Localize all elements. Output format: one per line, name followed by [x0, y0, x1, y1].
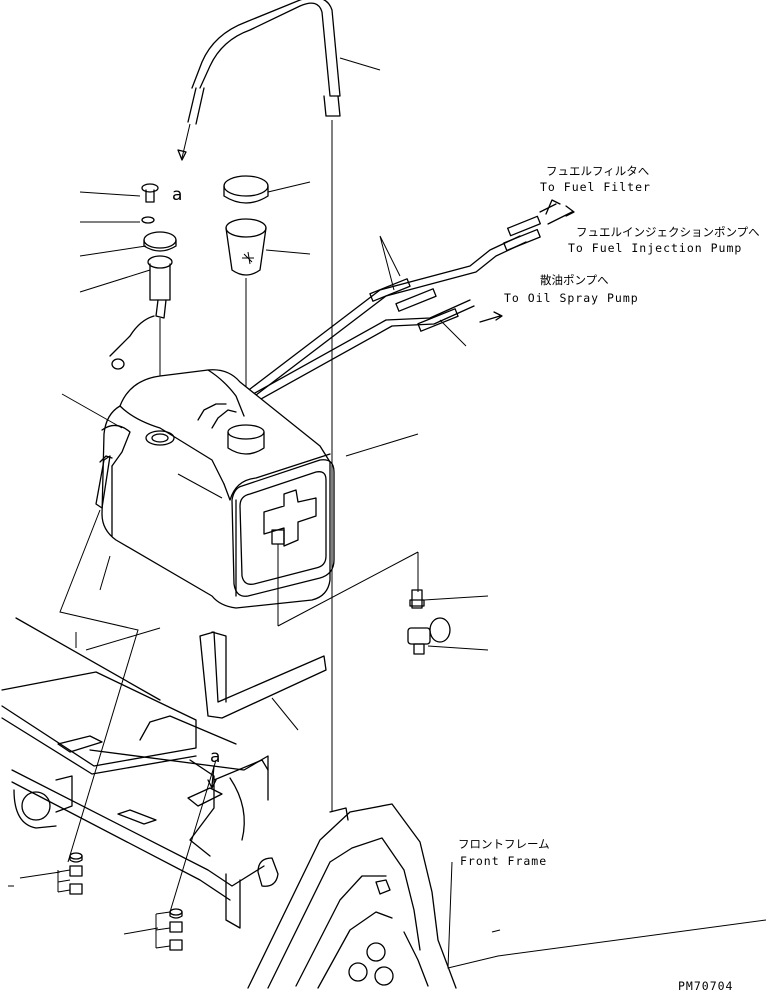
fuel-tank	[61, 369, 419, 627]
oil-spray-jp-label: 散油ポンプへ	[540, 273, 609, 287]
tank-support-bracket	[199, 631, 327, 731]
fuel-filter-jp-label: フュエルフィルタへ	[546, 164, 649, 178]
tank-strap-upper	[177, 0, 381, 161]
ref-a-arrow	[207, 765, 217, 789]
injection-pump-en-label: To Fuel Injection Pump	[568, 241, 742, 255]
ref-a-bottom: a	[210, 747, 220, 767]
gauge-cover-part	[79, 231, 177, 257]
injection-pump-jp-label: フュエルインジェクションポンプへ	[576, 225, 760, 239]
oil-spray-en-label: To Oil Spray Pump	[504, 291, 639, 305]
fasteners-left	[8, 852, 83, 895]
drain-valve	[407, 617, 489, 655]
screw-part	[79, 183, 159, 203]
front-frame-jp-label: フロントフレーム	[458, 837, 550, 851]
tank-strap-side	[59, 455, 139, 863]
front-frame	[247, 803, 766, 989]
drain-plug	[409, 589, 489, 609]
washer-part	[80, 216, 155, 224]
fuel-filter-en-label: To Fuel Filter	[540, 180, 651, 194]
fuel-gauge-sender	[79, 255, 173, 432]
drawing-code: PM70704	[678, 979, 733, 993]
ref-a-top: a	[172, 185, 182, 205]
fuel-lines	[211, 199, 575, 425]
fasteners-bottom	[123, 908, 183, 951]
front-frame-en-label: Front Frame	[460, 854, 547, 868]
machine-frame	[1, 617, 269, 929]
filler-cap	[223, 175, 311, 204]
